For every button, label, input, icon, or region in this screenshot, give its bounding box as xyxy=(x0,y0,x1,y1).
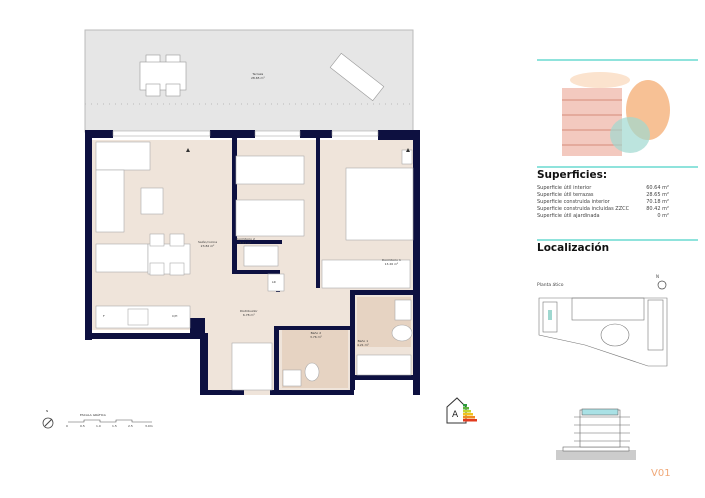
washer-label: C/H xyxy=(172,314,178,318)
sun-lounger xyxy=(329,52,385,102)
scale-bar xyxy=(68,419,152,423)
fridge-label: F xyxy=(103,314,105,318)
walls xyxy=(85,130,420,395)
windows xyxy=(112,130,379,137)
map-north-icon xyxy=(657,280,667,290)
divider xyxy=(537,166,698,168)
location-map xyxy=(538,297,668,367)
scale-tick: 1.0 xyxy=(96,424,101,428)
scale-tick: 2.5 xyxy=(128,424,133,428)
scale-tick: 0.5 xyxy=(80,424,85,428)
energy-rating-icon xyxy=(446,397,477,424)
north-arrow-icon xyxy=(42,417,54,429)
divider xyxy=(537,59,698,61)
scale-tick: 3.0m xyxy=(145,424,153,428)
energy-rating: A xyxy=(452,410,459,420)
north-label: N xyxy=(46,409,49,413)
terrace-table xyxy=(139,54,187,97)
scale-tick: 0 xyxy=(66,424,68,428)
map-caption: Planta ático xyxy=(537,283,564,288)
scale-tick: 1.5 xyxy=(112,424,117,428)
superficies-title: Superficies: xyxy=(537,169,608,181)
laundry-label: LR xyxy=(272,280,276,284)
scale-title: ESCALA GRÁFICA xyxy=(80,413,106,417)
unit-code: V01 xyxy=(651,468,671,479)
divider xyxy=(537,239,698,241)
localizacion-title: Localización xyxy=(537,242,610,254)
building-elevation xyxy=(556,408,636,460)
building-render-image xyxy=(560,72,676,160)
map-north-label: N xyxy=(656,274,659,279)
furniture xyxy=(95,141,414,391)
